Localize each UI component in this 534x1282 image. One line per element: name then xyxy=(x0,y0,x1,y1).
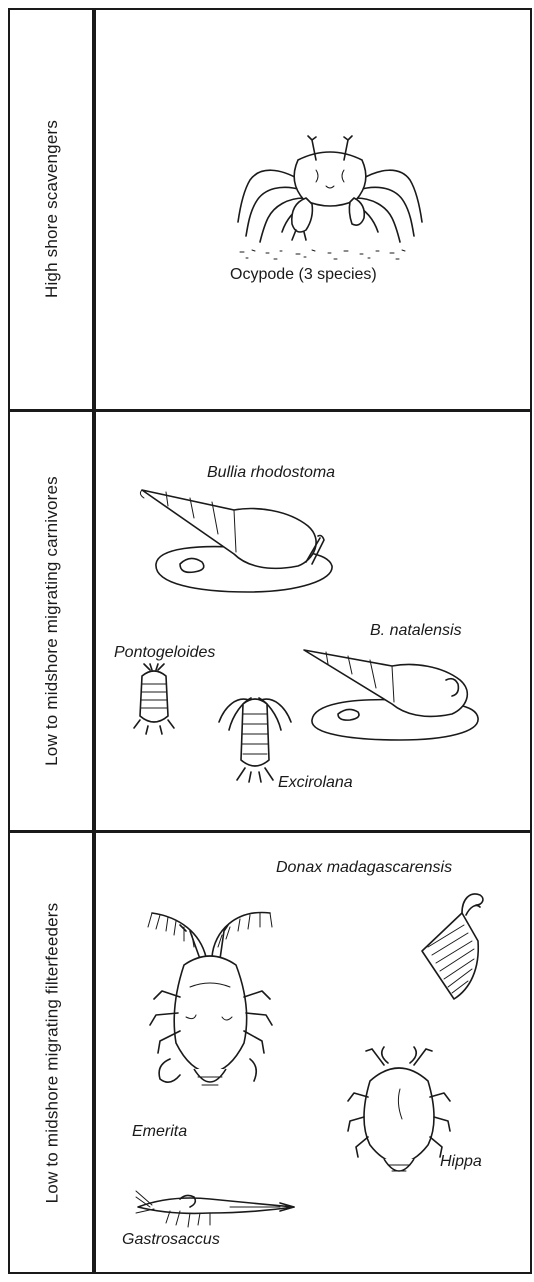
row-label-text: Low to midshore migrating carnivores xyxy=(42,476,62,766)
row-panel-carnivores: Bullia rhodostoma B. natalensis Pontogel… xyxy=(100,412,530,830)
organism-caption-donax-madagascarensis: Donax madagascarensis xyxy=(276,859,452,877)
row-label-filterfeeders: Low to midshore migrating filterfeeders xyxy=(32,833,72,1273)
organism-caption-ocypode: Ocypode (3 species) xyxy=(230,266,377,284)
isopod-icon xyxy=(130,662,178,742)
organism-caption-excirolana: Excirolana xyxy=(278,774,353,792)
row-label-text: Low to midshore migrating filterfeeders xyxy=(42,903,62,1204)
row-panel-high-shore: Ocypode (3 species) xyxy=(100,10,530,408)
whelk-icon xyxy=(138,480,348,610)
organism-caption-pontogeloides: Pontogeloides xyxy=(114,644,215,662)
organism-caption-b-natalensis: B. natalensis xyxy=(370,622,462,640)
whelk-icon xyxy=(300,640,490,750)
mole-crab-icon xyxy=(140,887,290,1127)
clam-icon xyxy=(410,885,500,1035)
row-panel-filterfeeders: Donax madagascarensis Emerita xyxy=(100,833,530,1273)
organism-caption-gastrosaccus: Gastrosaccus xyxy=(122,1231,220,1249)
organism-caption-hippa: Hippa xyxy=(440,1153,482,1171)
ghost-crab-icon xyxy=(230,120,430,270)
mole-crab-icon xyxy=(344,1041,454,1191)
mysid-shrimp-icon xyxy=(130,1185,300,1235)
organism-caption-emerita: Emerita xyxy=(132,1123,187,1141)
row-label-carnivores: Low to midshore migrating carnivores xyxy=(32,412,72,830)
row-label-high-shore: High shore scavengers xyxy=(32,10,72,408)
row-label-text: High shore scavengers xyxy=(42,120,62,298)
